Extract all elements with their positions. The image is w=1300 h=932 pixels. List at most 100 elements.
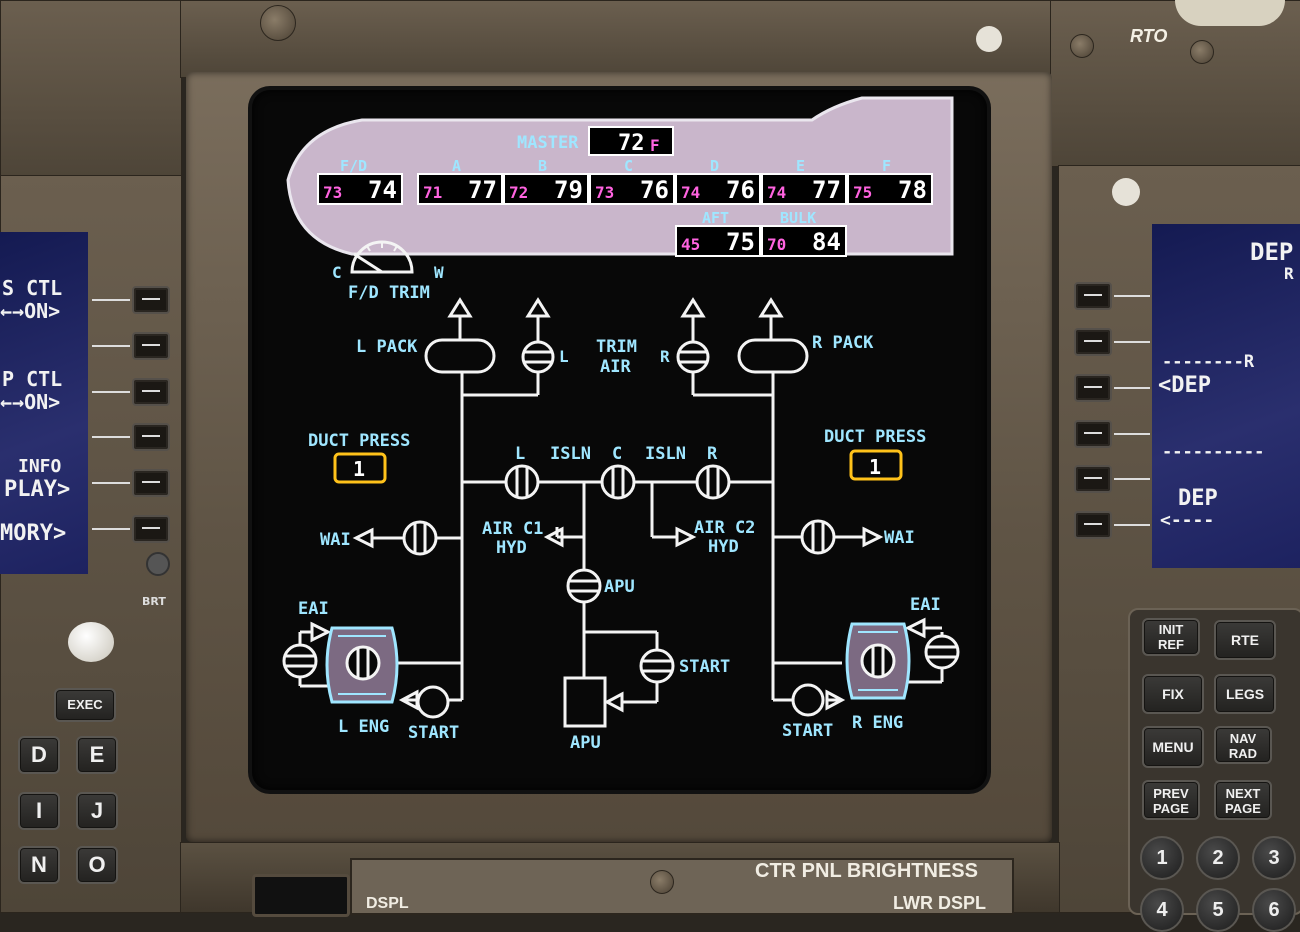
ctr-pnl-brightness-label: CTR PNL BRIGHTNESS [755, 860, 978, 882]
zone-box [589, 173, 675, 205]
screw [260, 5, 296, 41]
rte-key[interactable]: RTE [1214, 620, 1276, 660]
line-select-key-l1[interactable] [132, 286, 170, 314]
top-left-panel [0, 0, 182, 177]
lsk-tick [92, 345, 130, 347]
key-1[interactable]: 1 [1140, 836, 1184, 880]
r-pack-label: R PACK [812, 333, 874, 353]
key-2[interactable]: 2 [1196, 836, 1240, 880]
line-select-key-l6[interactable] [132, 515, 170, 543]
key-o[interactable]: O [76, 846, 118, 884]
line-select-key-r4[interactable] [1074, 420, 1112, 448]
line-select-key-r6[interactable] [1074, 511, 1112, 539]
line-select-key-r5[interactable] [1074, 465, 1112, 493]
zone-label: E [796, 157, 805, 175]
left-cdu-line: P CTL [2, 367, 63, 391]
cargo-actual-temp: 70 [767, 235, 786, 254]
top-right-panel [1050, 0, 1300, 167]
zone-label: D [710, 157, 719, 175]
brt-knob[interactable] [146, 552, 170, 576]
duct-press-r-value: 1 [869, 455, 881, 479]
trim-air-valve-r [676, 340, 710, 374]
isln-label-right: ISLN [645, 444, 686, 464]
key-5[interactable]: 5 [1196, 888, 1240, 932]
key-n[interactable]: N [18, 846, 60, 884]
fix-key[interactable]: FIX [1142, 674, 1204, 714]
line-select-key-r3[interactable] [1074, 374, 1112, 402]
gauge-tick [366, 245, 371, 252]
line-select-key-l4[interactable] [132, 423, 170, 451]
duct-press-l-label: DUCT PRESS [308, 431, 410, 451]
key-d[interactable]: D [18, 736, 60, 774]
zone-actual-temp: 74 [767, 183, 786, 202]
brt-label: BRT [142, 595, 166, 608]
top-center-panel [180, 0, 1052, 78]
zone-target-temp: 76 [640, 176, 669, 204]
key-3[interactable]: 3 [1252, 836, 1296, 880]
fd-trim-label: F/D TRIM [348, 283, 430, 303]
master-temp-box [588, 126, 674, 156]
menu-key[interactable]: MENU [1142, 726, 1204, 768]
line-select-key-l2[interactable] [132, 332, 170, 360]
zone-actual-temp: 72 [509, 183, 528, 202]
trim-air-r-label: R [660, 347, 670, 366]
left-cdu-line: ←→ON> [0, 299, 61, 323]
l-start-valve [416, 685, 450, 719]
lsk-tick [92, 528, 130, 530]
apu-start-valve [639, 648, 675, 684]
zone-label: B [538, 157, 547, 175]
r-start-valve [791, 683, 825, 717]
key-e[interactable]: E [76, 736, 118, 774]
apu-start-label: START [679, 657, 730, 677]
left-cdu-line: MORY> [0, 521, 67, 546]
screw [1070, 34, 1094, 58]
duct-press-l-value: 1 [353, 457, 365, 481]
key-4[interactable]: 4 [1140, 888, 1184, 932]
isln-valve-r [695, 464, 731, 500]
zone-box [317, 173, 403, 205]
zone-actual-temp: 75 [853, 183, 872, 202]
cargo-target-temp: 75 [726, 228, 755, 256]
zone-target-temp: 74 [368, 176, 397, 204]
cargo-label: BULK [780, 209, 816, 227]
autobrake-knob[interactable] [1175, 0, 1285, 26]
zone-target-temp: 78 [898, 176, 927, 204]
zone-target-temp: 79 [554, 176, 583, 204]
gauge-tick [393, 245, 398, 252]
right-cdu-line: ---------- [1162, 442, 1265, 462]
trim-air-label-2: AIR [600, 357, 631, 377]
line-select-key-r1[interactable] [1074, 282, 1112, 310]
trim-air-l-label: L [559, 347, 569, 366]
key-i[interactable]: I [18, 792, 60, 830]
line-select-key-l5[interactable] [132, 469, 170, 497]
l-pack-label: L PACK [356, 337, 418, 357]
r-eng-label: R ENG [852, 713, 903, 733]
l-eai-valve [282, 643, 318, 679]
l-eng-bleed-valve [345, 645, 381, 681]
fd-trim-gauge [350, 240, 414, 274]
r-eai-label: EAI [910, 595, 941, 615]
lsk-tick [1114, 524, 1150, 526]
exec-key[interactable]: EXEC [54, 688, 116, 722]
indicator-light [976, 26, 1002, 52]
key-j[interactable]: J [76, 792, 118, 830]
legs-key[interactable]: LEGS [1214, 674, 1276, 714]
cargo-label: AFT [702, 209, 729, 227]
zone-box [761, 173, 847, 205]
lsk-tick [1114, 341, 1150, 343]
line-select-key-r2[interactable] [1074, 328, 1112, 356]
trim-cold-label: C [332, 263, 342, 282]
right-cdu-line: DEP [1178, 486, 1218, 511]
key-6[interactable]: 6 [1252, 888, 1296, 932]
l-eai-label: EAI [298, 599, 329, 619]
zone-actual-temp: 73 [595, 183, 614, 202]
trim-air-label: TRIM [596, 337, 637, 357]
r-eng-bleed-valve [860, 643, 896, 679]
line-select-key-l3[interactable] [132, 378, 170, 406]
exec-light [68, 622, 114, 662]
